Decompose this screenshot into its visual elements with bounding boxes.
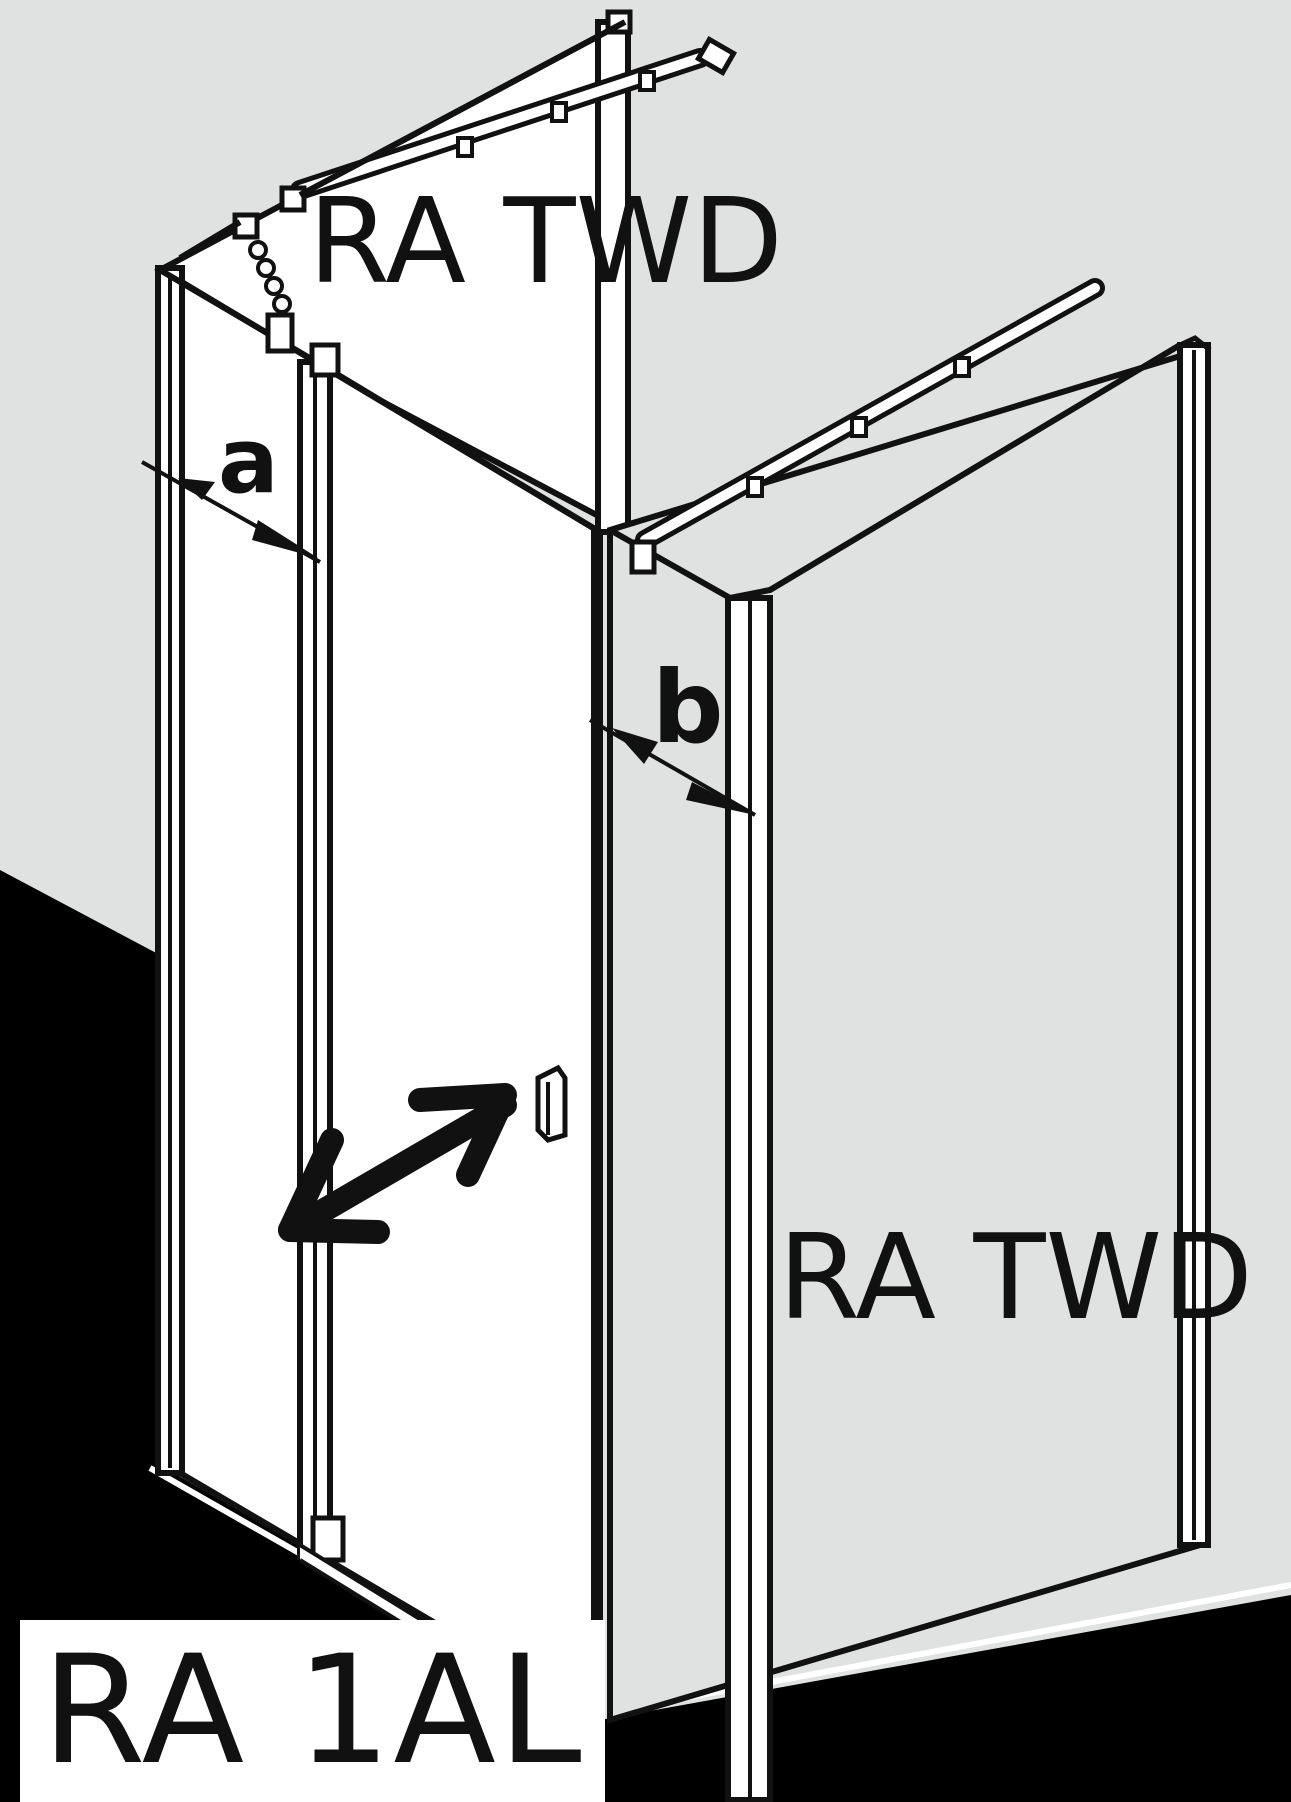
floor-edge-right: [609, 1582, 1291, 1715]
dimension-a-marker: [141, 460, 321, 564]
wall-bracket: [178, 19, 627, 378]
door-handle-icon: [535, 1064, 568, 1143]
side-panel-label: RA TWD: [778, 1208, 1253, 1346]
corner-post: [595, 19, 631, 535]
double-arrow-icon: [278, 1083, 517, 1244]
dimension-b-marker: [589, 718, 756, 817]
dimension-b-label: b: [652, 649, 724, 766]
model-label-box: RA 1AL: [20, 1620, 605, 1802]
stabilizer-bar-side-icon: [629, 278, 1105, 575]
side-panel: [607, 345, 1203, 1725]
top-panel-label: RA TWD: [308, 172, 783, 310]
stabilizer-bar-icon: [290, 36, 738, 200]
model-label: RA 1AL: [41, 1624, 584, 1798]
dimension-a-label: a: [218, 409, 279, 514]
